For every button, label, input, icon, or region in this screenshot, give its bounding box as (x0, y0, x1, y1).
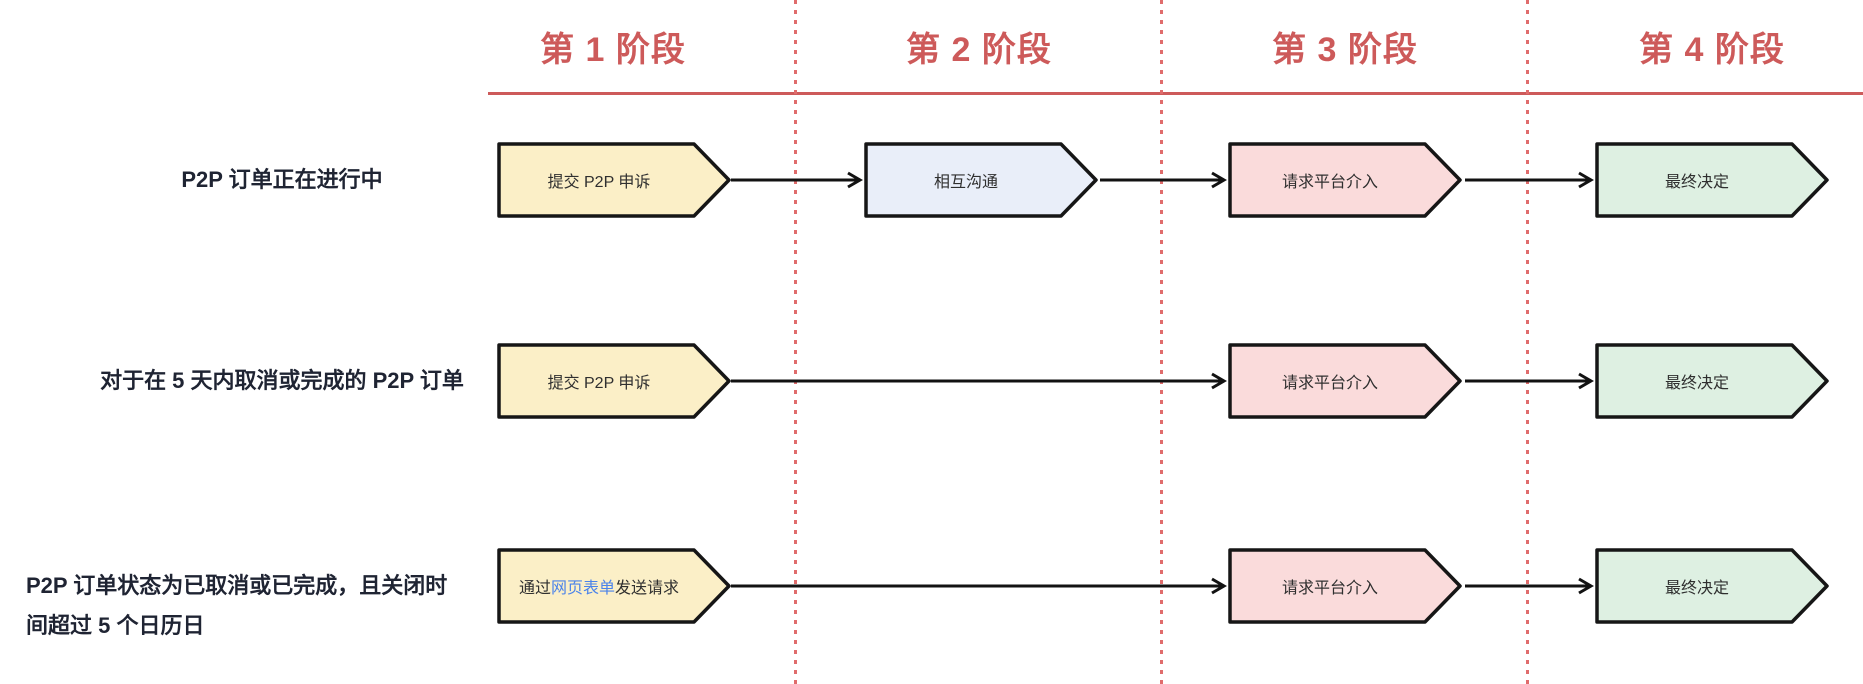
arrow-icon (731, 577, 1227, 595)
step-label-prefix: 通过 (518, 580, 551, 597)
arrow-icon (731, 372, 1227, 390)
step-label: 最终决定 (1664, 375, 1729, 392)
step-label: 提交 P2P 申诉 (547, 375, 651, 392)
step-label: 请求平台介入 (1281, 174, 1378, 191)
pentagon-shape (1228, 343, 1462, 419)
pentagon-shape (1228, 548, 1462, 624)
arrow-connector (1465, 169, 1594, 191)
step-label: 请求平台介入 (1281, 375, 1378, 392)
step-submit-appeal-row2: 提交 P2P 申诉 (495, 342, 733, 420)
pentagon-shape (497, 343, 731, 419)
step-mutual-communication: 相互沟通 (862, 141, 1100, 219)
step-final-decision-row3: 最终决定 (1593, 547, 1831, 625)
step-label: 相互沟通 (933, 174, 998, 191)
arrow-icon (1465, 171, 1594, 189)
stage-header-3: 第 3 阶段 (1272, 31, 1418, 69)
arrow-icon (1100, 171, 1227, 189)
step-request-platform-row3: 请求平台介入 (1226, 547, 1464, 625)
arrow-connector (1465, 575, 1594, 597)
stage-header-1: 第 1 阶段 (540, 31, 686, 69)
step-label: 最终决定 (1664, 174, 1729, 191)
step-label-suffix: 发送请求 (615, 580, 680, 597)
step-label: 提交 P2P 申诉 (547, 174, 651, 191)
column-divider-2 (1160, 0, 1163, 684)
pentagon-shape (1595, 142, 1829, 218)
row-label-order-in-progress: P2P 订单正在进行中 (181, 167, 383, 192)
arrow-icon (731, 171, 863, 189)
pentagon-shape (497, 142, 731, 218)
arrow-connector (731, 575, 1227, 597)
step-final-decision-row2: 最终决定 (1593, 342, 1831, 420)
column-divider-1 (794, 0, 797, 684)
arrow-connector (731, 169, 863, 191)
stage-header-4: 第 4 阶段 (1639, 31, 1785, 69)
pentagon-shape (1595, 343, 1829, 419)
step-send-web-form-request: 通过网页表单发送请求 (495, 547, 733, 625)
pentagon-shape (864, 142, 1098, 218)
arrow-connector (731, 370, 1227, 392)
arrow-icon (1465, 577, 1594, 595)
arrow-connector (1465, 370, 1594, 392)
arrow-icon (1465, 372, 1594, 390)
web-form-link[interactable]: 网页表单 (550, 580, 615, 597)
step-request-platform-row1: 请求平台介入 (1226, 141, 1464, 219)
step-label: 最终决定 (1664, 580, 1729, 597)
step-label: 通过网页表单发送请求 (501, 550, 697, 622)
stage-underline (488, 92, 1863, 95)
row-label-cancelled-within-5-days: 对于在 5 天内取消或完成的 P2P 订单 (100, 368, 464, 393)
column-divider-3 (1526, 0, 1529, 684)
pentagon-shape (497, 548, 731, 624)
step-label: 请求平台介入 (1281, 580, 1378, 597)
pentagon-shape (1228, 142, 1462, 218)
step-request-platform-row2: 请求平台介入 (1226, 342, 1464, 420)
step-final-decision-row1: 最终决定 (1593, 141, 1831, 219)
arrow-connector (1100, 169, 1227, 191)
stage-header-2: 第 2 阶段 (906, 31, 1052, 69)
step-submit-appeal-row1: 提交 P2P 申诉 (495, 141, 733, 219)
row-label-closed-over-5-days: P2P 订单状态为已取消或已完成，且关闭时间超过 5 个日历日 (26, 573, 448, 638)
pentagon-shape (1595, 548, 1829, 624)
